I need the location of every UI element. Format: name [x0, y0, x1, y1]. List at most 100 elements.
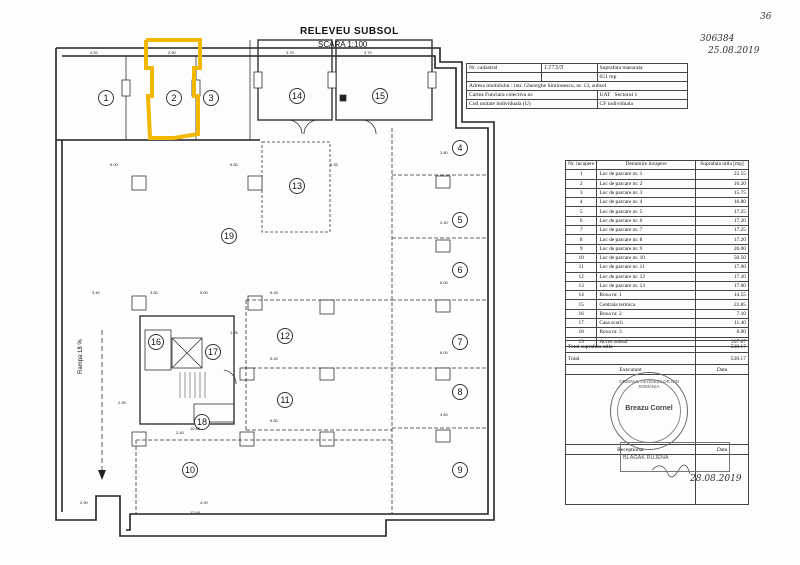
cell-area: 14.55 [695, 290, 749, 301]
receipt-date: 28.08.2019 [690, 474, 742, 484]
dimension-label: 5.45 [270, 356, 278, 361]
cell-nr: 6 [564, 215, 598, 227]
room-number-9: 9 [452, 462, 468, 478]
room-number-8: 8 [452, 384, 468, 400]
cell-nr: 4 [564, 197, 598, 208]
dimension-label: 6.00 [440, 350, 448, 355]
cell-nr: 10 [564, 252, 598, 264]
cell-name: Loc de parcare nr. 9 [596, 243, 696, 254]
cell-name: Loc de parcare nr. 2 [596, 178, 696, 189]
cell-nr: 17 [564, 318, 598, 329]
cell-nr: 7 [564, 225, 598, 236]
room-number-6: 6 [452, 262, 468, 278]
highlight-marker [144, 38, 202, 140]
drawing-title: RELEVEU SUBSOL [300, 26, 399, 37]
cod-label: Cod unitate individuala (U) [466, 99, 598, 109]
handwritten-date: 25.08.2019 [708, 46, 760, 56]
cell-name: Loc de parcare nr. 4 [596, 197, 696, 208]
adresa-label: Adresa imobilului : intr. Gheorghe Simio… [466, 81, 688, 91]
total-value: 538.17 [695, 352, 749, 365]
room-number-13: 13 [289, 178, 305, 194]
cell-nr: 18 [564, 327, 598, 338]
cell-nr: 16 [564, 308, 598, 320]
cell-nr: 1 [564, 169, 598, 180]
cell-nr: 15 [564, 299, 598, 310]
cf-label: CF individuala [596, 99, 689, 109]
room-number-5: 5 [452, 212, 468, 228]
dimension-label: 3.60 [440, 412, 448, 417]
cell-area: 15.75 [695, 187, 749, 199]
cell-nr: 2 [564, 178, 598, 189]
suprafata-value: 651 mp [596, 72, 689, 82]
cell-nr: 8 [564, 234, 598, 245]
cell-name: Loc de parcare nr. 1 [596, 169, 696, 180]
cell-nr: 3 [564, 187, 598, 199]
cell-name: Loc de parcare nr. 11 [596, 262, 696, 273]
room-number-11: 11 [277, 392, 293, 408]
ramp-label: Rampa 18 % [78, 339, 84, 374]
dimension-label: 1.65 [230, 330, 238, 335]
dimension-label: 3.40 [92, 290, 100, 295]
receipt-stamp: BLAGAK RUJENA [620, 442, 730, 472]
cell-area: 26.00 [695, 243, 749, 254]
cell-area: 6.00 [695, 327, 749, 338]
dimension-label: 4.20 [90, 50, 98, 55]
cell-name: Casa scarii [596, 318, 696, 329]
cell-area: 22.85 [695, 299, 749, 310]
dimension-label: 4.90 [200, 500, 208, 505]
cell-nr: 9 [564, 243, 598, 254]
room-number-19: 19 [221, 228, 237, 244]
cell-area: 17.60 [695, 280, 749, 292]
room-number-17: 17 [205, 344, 221, 360]
cell-name: Boxa nr. 3 [596, 327, 696, 338]
dimension-label: 3.70 [286, 50, 294, 55]
cell-area: 17.25 [695, 225, 749, 236]
room-number-7: 7 [452, 334, 468, 350]
cadastral-box: Nr. cadastral 1373/5 Suprafata masurata … [466, 63, 689, 109]
dimension-label: 5.00 [110, 162, 118, 167]
room-number-18: 18 [194, 414, 210, 430]
cell-area: 7.10 [695, 308, 749, 320]
room-number-16: 16 [148, 334, 164, 350]
area-table: Nr. incapere Denumire incapere Suprafata… [564, 159, 749, 347]
cell-area: 17.00 [695, 262, 749, 273]
cell-name: Loc de parcare nr. 13 [596, 280, 696, 292]
stamp-name: Breazu Cornel [625, 405, 673, 412]
dimension-label: 6.00 [440, 280, 448, 285]
nr-cadastral-label: Nr. cadastral [466, 63, 542, 73]
room-number-10: 10 [182, 462, 198, 478]
sector-label: Sectorul 1 [614, 92, 638, 98]
cell-area: 16.20 [695, 178, 749, 189]
cell-nr: 13 [564, 280, 598, 292]
suprafata-label: Suprafata masurata [596, 63, 689, 73]
dimension-label: 5.35 [330, 162, 338, 167]
total-util-value: 538.17 [695, 340, 749, 353]
room-number-1: 1 [98, 90, 114, 106]
dimension-label: 2.30 [118, 400, 126, 405]
cell-name: Loc de parcare nr. 7 [596, 225, 696, 236]
cell-name: Boxa nr. 2 [596, 308, 696, 320]
surveyor-stamp: ORDINUL GEODEZILOR DIN ROMANIA Breazu Co… [610, 372, 688, 450]
cell-area: 50.50 [695, 252, 749, 264]
executant-label: Executant [565, 364, 696, 375]
dimension-label: 5.50 [230, 162, 238, 167]
cell-area: 17.25 [695, 206, 749, 217]
cell-name: Loc de parcare nr. 8 [596, 234, 696, 245]
room-number-4: 4 [452, 140, 468, 156]
cell-name: Centrala termica [596, 299, 696, 310]
dimension-label: 3.50 [150, 290, 158, 295]
total-label: Total [565, 352, 696, 365]
receipt-stamp-name: BLAGAK RUJENA [623, 455, 669, 461]
cell-nr: 5 [564, 206, 598, 217]
col-header-denumire: Denumire incapere [596, 159, 696, 171]
cartea-label: Cartea Funciara colectiva nr. [466, 90, 598, 100]
